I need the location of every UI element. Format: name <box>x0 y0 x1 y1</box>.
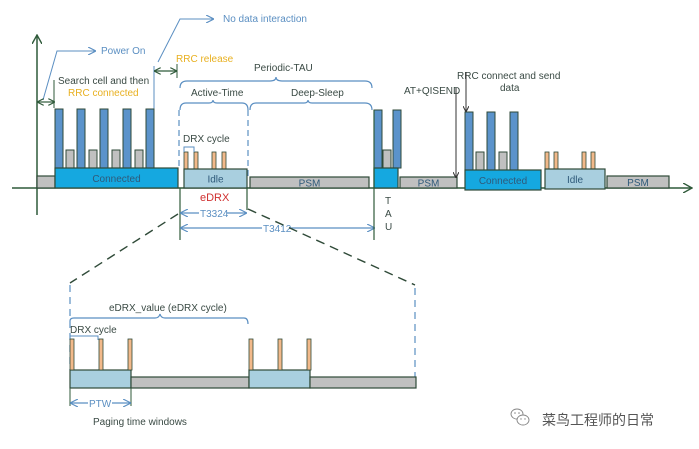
pulse-gray-5 <box>475 151 485 171</box>
pulse-gray-0 <box>65 149 75 169</box>
pulse-blue-9 <box>509 111 519 171</box>
watermark: 菜鸟工程师的日常 <box>510 408 654 429</box>
rrc-connect-label: RRC connect and send <box>457 71 560 82</box>
periodic-tau-brace: Periodic-TAU <box>179 63 373 89</box>
zoom-left-dash <box>69 213 179 284</box>
search-cell-label: Search cell and then <box>58 76 149 87</box>
zoom-sleep-2 <box>309 376 417 389</box>
pulse-blue-2 <box>99 108 109 169</box>
at-qisend-label: AT+QISEND <box>404 86 460 97</box>
rrc-connected-label: RRC connected <box>68 88 139 99</box>
zoom-sleep-1 <box>130 376 250 389</box>
watermark-text: 菜鸟工程师的日常 <box>542 413 654 429</box>
zoom-ptw-window-2 <box>248 369 311 389</box>
state-connected-6 <box>464 169 542 191</box>
zoom-paging-pulse-5 <box>306 338 312 371</box>
pulse-blue-3 <box>122 108 132 169</box>
power-on-label: Power On <box>101 46 145 57</box>
pulse-orange-2 <box>211 151 217 170</box>
tau-letter-t: T <box>385 196 391 207</box>
state-psm-5 <box>399 176 458 189</box>
pulse-blue-5 <box>373 109 383 169</box>
state-label-8: PSM <box>627 178 649 189</box>
drx-cycle-label-top: DRX cycle <box>183 134 230 145</box>
state-label-1: Connected <box>92 174 140 185</box>
no-data-label: No data interaction <box>223 14 307 25</box>
pulse-orange-6 <box>581 151 587 170</box>
pulse-blue-1 <box>76 108 86 169</box>
zoom-paging-pulse-3 <box>248 338 254 371</box>
state-psm-8 <box>606 175 670 189</box>
state-connected-1 <box>54 167 179 189</box>
connected-pulses-1 <box>54 108 596 171</box>
no-data-annotation: No data interaction RRC release <box>153 14 307 110</box>
state-psm-3 <box>249 176 370 189</box>
pulse-blue-7 <box>464 111 474 171</box>
power-on-arrow <box>42 51 95 101</box>
deep-sleep-brace: Deep-Sleep <box>249 88 373 111</box>
pulse-blue-0 <box>54 108 64 169</box>
rrc-connect-label-2: data <box>500 83 520 94</box>
pulse-orange-4 <box>544 151 550 170</box>
edrx-value-label: eDRX_value (eDRX cycle) <box>109 303 227 314</box>
rrc-release-label: RRC release <box>176 54 234 65</box>
state-bars: Connected Idle PSM PSM Connected Idle PSM <box>36 167 670 191</box>
pulse-orange-5 <box>553 151 559 170</box>
edrx-label: eDRX <box>200 192 230 204</box>
zoom-paging-pulse-0 <box>69 338 75 371</box>
state-idle-2 <box>183 168 248 189</box>
drx-cycle-bracket-bottom <box>69 335 99 340</box>
zoom-paging-pulse-1 <box>98 338 104 371</box>
no-data-arrow <box>157 19 213 63</box>
tau-letter-a: A <box>385 209 392 220</box>
pulse-blue-8 <box>486 111 496 171</box>
t3324-bg <box>199 207 227 219</box>
zoom-ptw-window-1 <box>69 369 132 389</box>
pulse-gray-4 <box>382 149 392 169</box>
t3324-label: T3324 <box>200 209 229 220</box>
pulse-blue-4 <box>145 108 155 169</box>
state-label-6: Connected <box>479 176 527 187</box>
state-label-7: Idle <box>567 175 584 186</box>
pulse-gray-3 <box>134 149 144 169</box>
pulse-gray-2 <box>111 149 121 169</box>
state-label-2: Idle <box>207 175 224 186</box>
zoom-paging-pulse-2 <box>127 338 133 371</box>
zoom-right-dash <box>247 208 416 286</box>
pulse-gray-1 <box>88 149 98 169</box>
state-psm-0 <box>36 175 56 189</box>
t3412-label: T3412 <box>263 224 292 235</box>
power-on-annotation: Power On <box>38 46 145 108</box>
pulse-orange-0 <box>183 151 189 170</box>
periodic-tau-label: Periodic-TAU <box>254 63 313 74</box>
pulse-orange-7 <box>590 151 596 170</box>
zoom-paging-pulse-4 <box>277 338 283 371</box>
state-connected-4 <box>373 167 399 189</box>
drx-cycle-label-bottom: DRX cycle <box>70 325 117 336</box>
pulse-orange-1 <box>193 151 199 170</box>
state-label-5: PSM <box>418 179 440 190</box>
pulse-orange-3 <box>221 151 227 170</box>
state-idle-7 <box>544 168 606 190</box>
zoom-detail-bars <box>69 338 417 389</box>
active-time-brace: Active-Time <box>179 88 249 111</box>
active-time-label: Active-Time <box>191 88 244 99</box>
pulse-blue-6 <box>392 109 402 169</box>
edrx-value-brace <box>69 313 249 325</box>
paging-time-windows-label: Paging time windows <box>93 417 187 428</box>
tau-letter-u: U <box>385 222 392 233</box>
state-label-3: PSM <box>299 179 321 190</box>
ptw-label: PTW <box>89 399 112 410</box>
deep-sleep-label: Deep-Sleep <box>291 88 344 99</box>
wechat-icon <box>510 408 530 426</box>
pulse-gray-6 <box>498 151 508 171</box>
ptw-bg <box>88 397 112 409</box>
drx-cycle-bracket-top <box>183 146 195 152</box>
